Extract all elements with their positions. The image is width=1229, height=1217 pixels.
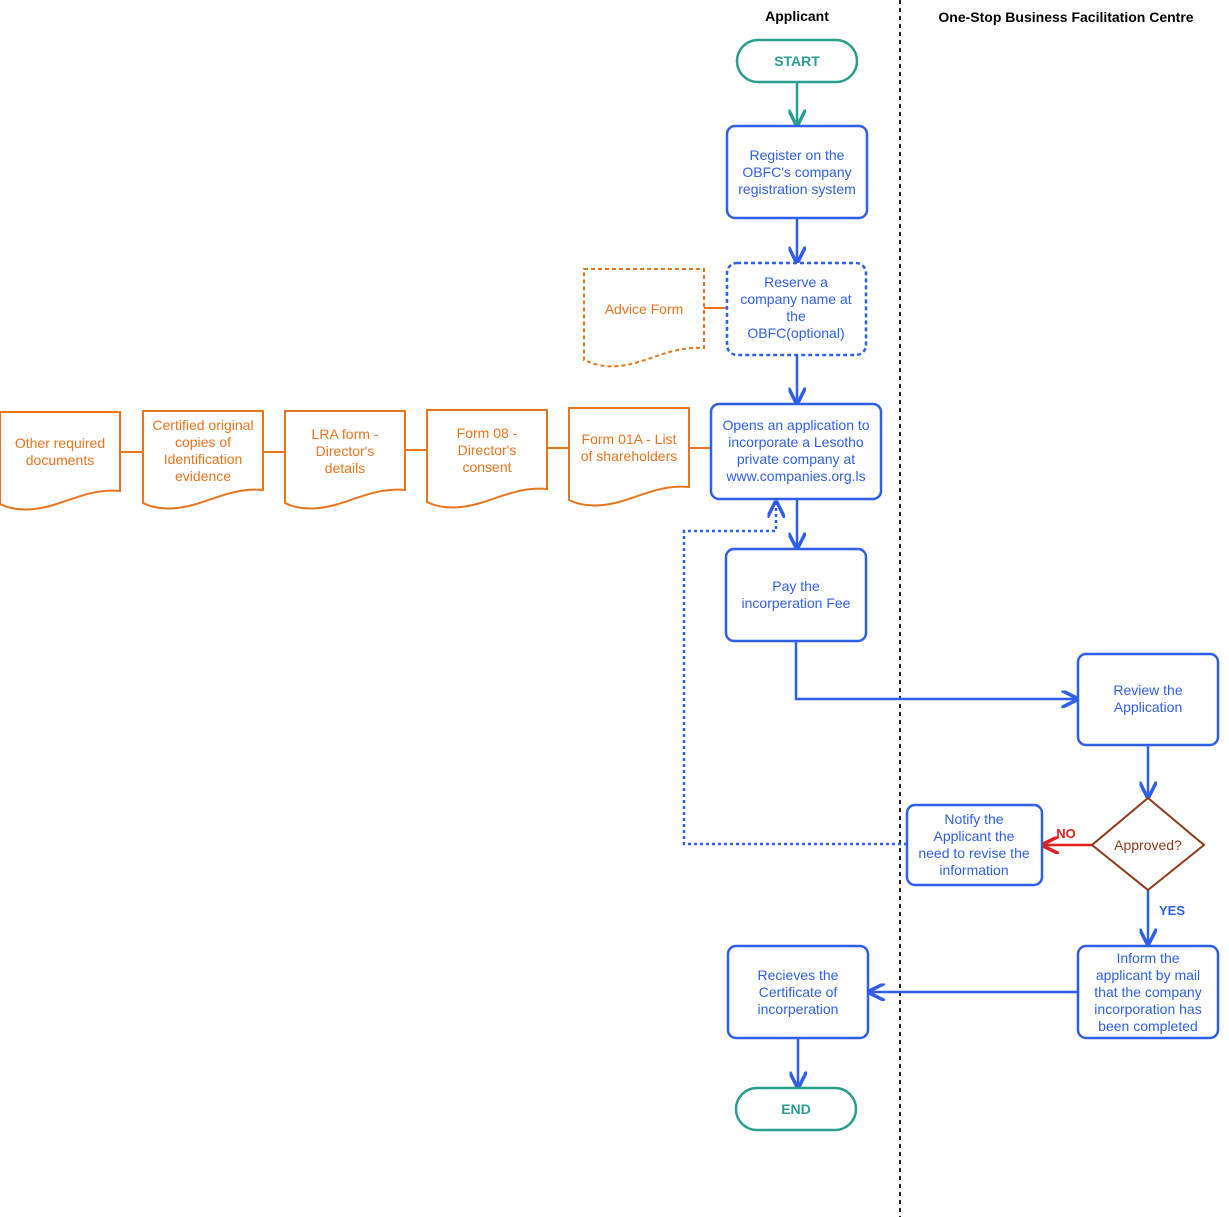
text-line: that the company <box>1094 984 1201 1000</box>
text-line: Opens an application to <box>722 417 869 433</box>
text-line: Identification <box>164 451 243 467</box>
text-line: Director's <box>458 442 517 458</box>
text-line: Reserve a <box>764 274 828 290</box>
lane-title-osbfc: One-Stop Business Facilitation Centre <box>938 9 1193 25</box>
text-line: Recieves the <box>758 967 839 983</box>
edge-label-yes: YES <box>1159 903 1185 918</box>
text-line: applicant by mail <box>1096 967 1200 983</box>
text-line: documents <box>26 452 94 468</box>
end-label: END <box>781 1101 811 1117</box>
text-line: OBFC(optional) <box>747 325 844 341</box>
advice-form-document: Advice Form <box>583 268 705 368</box>
text-line: Inform the <box>1116 950 1179 966</box>
text-line: Register on the <box>750 147 845 163</box>
text-line: Form 08 - <box>457 425 518 441</box>
text-line: registration system <box>738 181 855 197</box>
text-line: Pay the <box>772 578 820 594</box>
text-line: Certified original <box>152 417 253 433</box>
text-line: Other required <box>15 435 105 451</box>
text-line: incorporate a Lesotho <box>728 434 864 450</box>
text-line: of shareholders <box>581 448 678 464</box>
text-line: information <box>939 862 1008 878</box>
text-line: copies of <box>175 434 231 450</box>
lane-title-applicant: Applicant <box>765 8 829 24</box>
start-label: START <box>774 53 820 69</box>
text-line: company name at <box>740 291 851 307</box>
edge-label-no: NO <box>1056 826 1076 841</box>
text-line: need to revise the <box>918 845 1030 861</box>
text-line: Form 01A - List <box>582 431 677 447</box>
text-line: Review the <box>1113 682 1182 698</box>
edge-pay-review <box>794 642 1077 699</box>
text-line: the <box>786 308 806 324</box>
end-terminal: END <box>734 1086 858 1132</box>
text-line: been completed <box>1098 1018 1198 1034</box>
approved-decision: Approved? <box>1090 796 1206 892</box>
advice-form-label: Advice Form <box>605 301 684 317</box>
text-line: OBFC's company <box>742 164 851 180</box>
text-line: private company at <box>737 451 855 467</box>
text-line: Director's <box>316 443 375 459</box>
start-terminal: START <box>735 38 859 84</box>
text-line: Application <box>1114 699 1183 715</box>
text-line: incorporation has <box>1094 1001 1201 1017</box>
text-line: www.companies.org.ls <box>725 468 865 484</box>
text-line: Applicant the <box>934 828 1015 844</box>
text-line: Certificate of <box>759 984 838 1000</box>
approved-label: Approved? <box>1114 837 1182 853</box>
text-line: incorperation Fee <box>742 595 851 611</box>
text-line: LRA form - <box>312 426 379 442</box>
text-line: Advice Form <box>605 301 684 317</box>
text-line: consent <box>462 459 511 475</box>
text-line: evidence <box>175 468 231 484</box>
text-line: incorperation <box>758 1001 839 1017</box>
edge-notify-opens-loop <box>682 502 907 846</box>
text-line: Notify the <box>944 811 1003 827</box>
text-line: details <box>325 460 365 476</box>
